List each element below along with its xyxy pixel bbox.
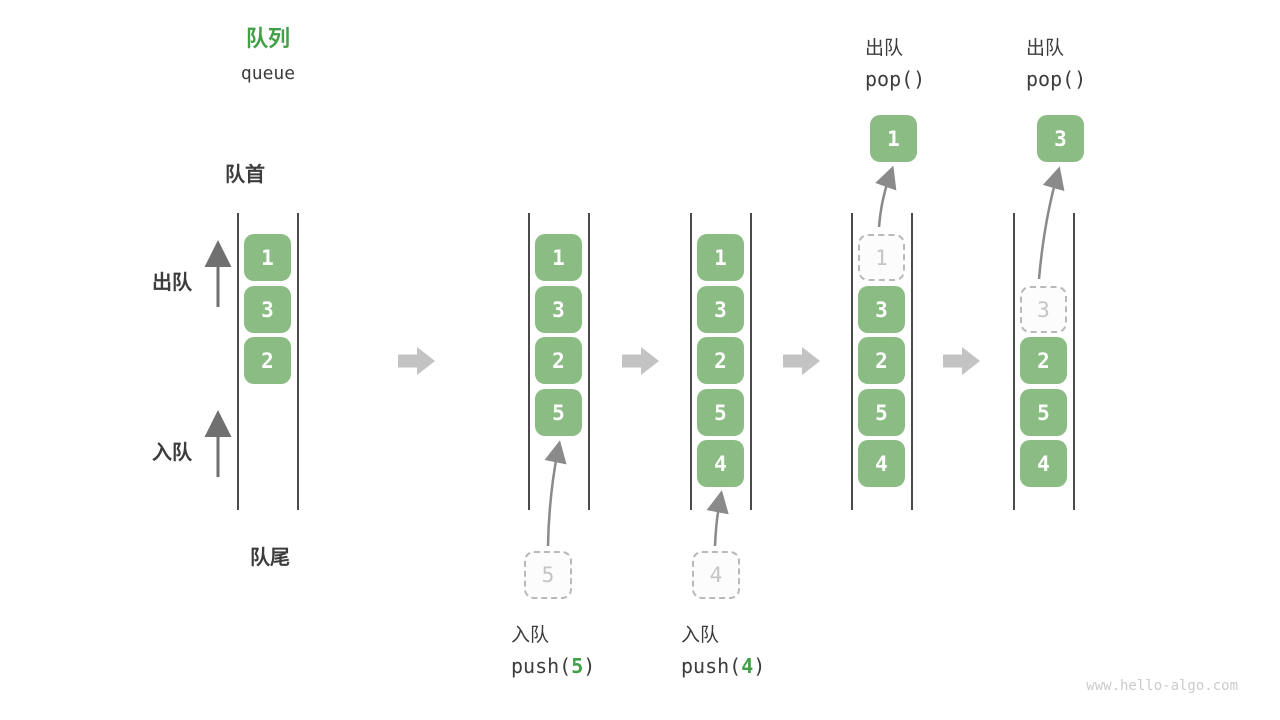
pop-2-operation-label: 出队 pop() [1026, 33, 1086, 91]
queue-item: 5 [1020, 389, 1067, 436]
pop-1-operation-label: 出队 pop() [865, 33, 925, 91]
pop-1-arrow [875, 165, 897, 228]
queue-item: 2 [535, 337, 582, 384]
title-english: queue [240, 62, 296, 84]
queue-item: 5 [535, 389, 582, 436]
code-arg: 5 [571, 654, 584, 678]
queue-item: 4 [697, 440, 744, 487]
queue-item: 2 [697, 337, 744, 384]
container-line [690, 213, 692, 510]
container-line [851, 213, 853, 510]
container-line [237, 213, 239, 510]
code-text: push( [681, 654, 742, 678]
push-4-arrow [706, 490, 729, 547]
queue-item: 3 [858, 286, 905, 333]
queue-item: 1 [697, 234, 744, 281]
container-line [750, 213, 752, 510]
container-line [528, 213, 530, 510]
queue-item: 2 [1020, 337, 1067, 384]
popped-slot-ghost: 1 [858, 234, 905, 281]
container-line [297, 213, 299, 510]
popped-slot-ghost: 3 [1020, 286, 1067, 333]
dequeue-op-label: 出队 [1026, 38, 1065, 59]
transition-arrow-icon [398, 347, 435, 375]
title-block: 队列 queue [205, 24, 331, 84]
code-text: ) [583, 654, 596, 678]
queue-item: 1 [244, 234, 291, 281]
incoming-item-ghost: 5 [524, 551, 572, 599]
enqueue-op-label: 入队 [681, 625, 720, 646]
popped-item: 1 [870, 115, 917, 162]
push-5-arrow [544, 440, 567, 547]
title-chinese: 队列 [245, 26, 290, 51]
queue-front-label: 队首 [225, 164, 265, 186]
push-4-code: push(4) [681, 654, 765, 678]
pop-1-code: pop() [865, 67, 926, 91]
dequeue-op-label: 出队 [865, 38, 904, 59]
code-text: push( [511, 654, 572, 678]
push-5-code: push(5) [511, 654, 595, 678]
popped-item: 3 [1037, 115, 1084, 162]
pop-2-code: pop() [1026, 67, 1087, 91]
queue-item: 4 [1020, 440, 1067, 487]
container-line [1013, 213, 1015, 510]
code-text: ) [753, 654, 766, 678]
container-line [588, 213, 590, 510]
queue-rear-label: 队尾 [250, 547, 290, 569]
queue-item: 4 [858, 440, 905, 487]
queue-item: 2 [244, 337, 291, 384]
transition-arrow-icon [622, 347, 659, 375]
pop-2-arrow [1037, 166, 1065, 280]
enqueue-op-label: 入队 [511, 625, 550, 646]
queue-item: 5 [697, 389, 744, 436]
queue-item: 3 [697, 286, 744, 333]
enqueue-side-label: 入队 [152, 442, 192, 464]
dequeue-side-label: 出队 [152, 272, 192, 294]
queue-item: 1 [535, 234, 582, 281]
push-5-operation-label: 入队 push(5) [511, 620, 595, 678]
push-4-operation-label: 入队 push(4) [681, 620, 765, 678]
container-line [1073, 213, 1075, 510]
incoming-item-ghost: 4 [692, 551, 740, 599]
transition-arrow-icon [943, 347, 980, 375]
queue-item: 5 [858, 389, 905, 436]
transition-arrow-icon [783, 347, 820, 375]
code-arg: 4 [741, 654, 754, 678]
queue-item: 3 [535, 286, 582, 333]
queue-item: 2 [858, 337, 905, 384]
container-line [911, 213, 913, 510]
watermark: www.hello-algo.com [1086, 678, 1238, 694]
queue-item: 3 [244, 286, 291, 333]
